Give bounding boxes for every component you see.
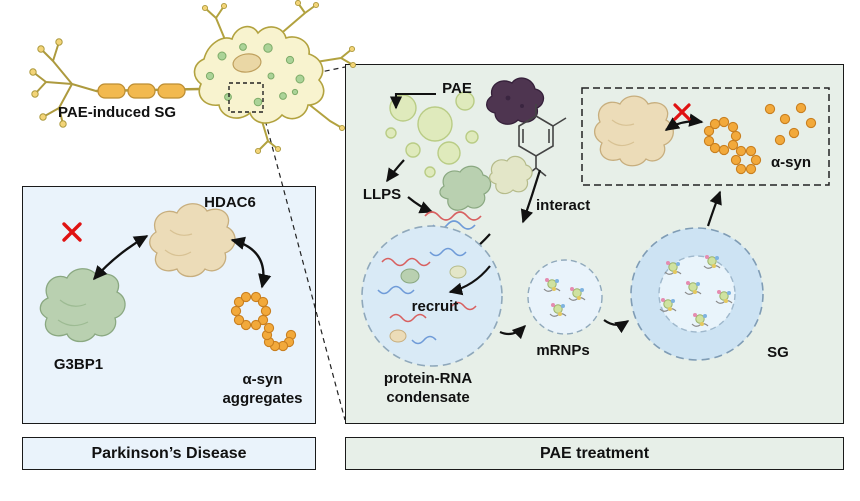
dendrites [204,2,354,152]
hdac6-label: HDAC6 [204,194,256,211]
dendrite-knobs [201,0,357,155]
alpha-syn-aggregates-label: α-syn aggregates [222,371,303,407]
recruit-label: recruit [411,298,459,315]
nucleus [232,53,262,73]
pae-label: PAE [442,80,472,97]
g3bp1-label: G3BP1 [53,356,104,373]
neuron-illustration [29,0,357,155]
pae-caption: PAE treatment [345,437,844,470]
myelin-sheaths [97,83,186,99]
llps-label: LLPS [362,186,402,203]
interact-label: interact [536,197,591,214]
zoom-region-box [228,82,264,113]
parkinsons-caption: Parkinson’s Disease [22,437,316,470]
condensate-label: protein-RNA condensate [383,370,473,406]
soma [193,25,325,124]
stress-granules-in-soma [205,43,305,107]
sg-label: SG [767,344,789,361]
axon [95,87,201,93]
alpha-syn-label: α-syn [770,154,812,171]
mrnps-label: mRNPs [536,342,590,359]
neuron-label: PAE-induced SG [58,104,177,121]
